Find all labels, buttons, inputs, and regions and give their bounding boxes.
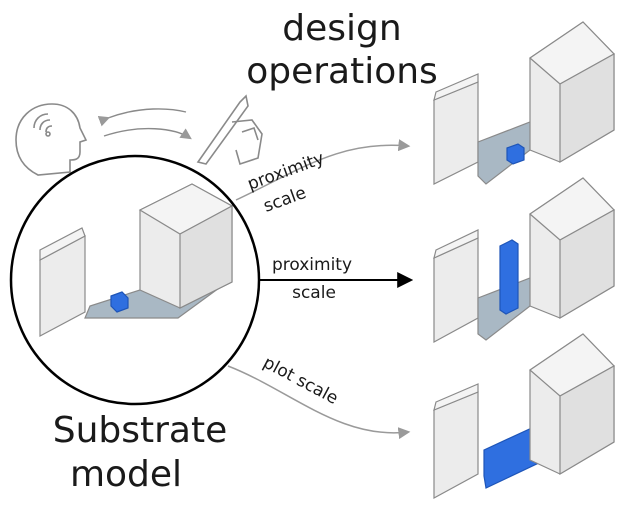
substrate-circle [9, 154, 261, 406]
substrate-label-line-1: Substrate [53, 410, 228, 451]
arrow-middle-label-1: proximity [272, 255, 352, 275]
title-line-2: operations [246, 51, 438, 92]
arrow-middle-label-2: scale [292, 283, 336, 303]
arrow-bottom-label: plot scale [260, 353, 342, 409]
title-line-1: design [282, 8, 401, 49]
scene-bottom [433, 333, 615, 500]
drawing-tool-icon [196, 94, 263, 166]
sound-waves-icon [97, 108, 192, 140]
substrate-scene [39, 183, 234, 337]
arrow-bottom [227, 365, 411, 440]
scene-middle [433, 177, 615, 344]
head-listening-icon [15, 103, 88, 176]
scene-top [433, 21, 615, 185]
substrate-label-line-2: model [70, 454, 182, 495]
arrow-top [235, 139, 411, 201]
